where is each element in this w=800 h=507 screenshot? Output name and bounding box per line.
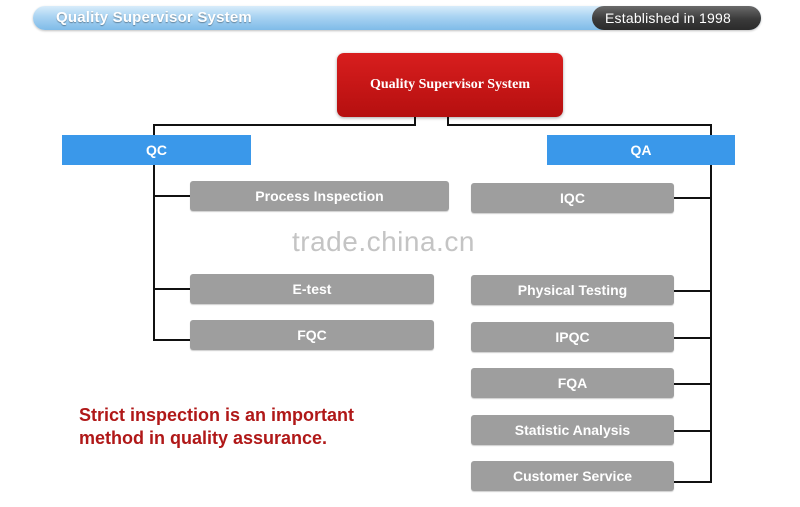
connector-qa-item-3 bbox=[673, 337, 712, 339]
connector-qc-item-3 bbox=[153, 339, 191, 341]
connector-qc-item-1 bbox=[153, 195, 191, 197]
qc-node: QC bbox=[62, 135, 251, 165]
watermark: trade.china.cn bbox=[292, 226, 475, 257]
connector-qa-item-1 bbox=[673, 197, 712, 199]
quality-note-line-1: Strict inspection is an important bbox=[79, 405, 355, 425]
connector-right-top bbox=[447, 124, 712, 126]
qa-item-statistic-analysis: Statistic Analysis bbox=[471, 415, 674, 445]
quality-note: Strict inspection is an important method… bbox=[79, 404, 354, 450]
established-badge bbox=[592, 6, 761, 30]
established-text: Established in 1998 bbox=[605, 10, 731, 26]
connector-qa-item-4 bbox=[673, 383, 712, 385]
qa-item-iqc: IQC bbox=[471, 183, 674, 213]
qa-item-physical-testing: Physical Testing bbox=[471, 275, 674, 305]
header-title: Quality Supervisor System bbox=[56, 9, 252, 26]
qc-item-e-test: E-test bbox=[190, 274, 434, 304]
qa-item-fqa: FQA bbox=[471, 368, 674, 398]
qc-item-fqc: FQC bbox=[190, 320, 434, 350]
qa-node: QA bbox=[547, 135, 735, 165]
qa-item-customer-service: Customer Service bbox=[471, 461, 674, 491]
connector-qc-item-2 bbox=[153, 288, 191, 290]
connector-qa-spine bbox=[710, 124, 712, 483]
qa-item-ipqc: IPQC bbox=[471, 322, 674, 352]
connector-qc-spine bbox=[153, 124, 155, 341]
connector-qa-item-5 bbox=[673, 430, 712, 432]
root-left-stem bbox=[414, 117, 416, 125]
connector-qa-item-6 bbox=[673, 481, 712, 483]
qc-item-process-inspection: Process Inspection bbox=[190, 181, 449, 211]
root-node-label: Quality Supervisor System bbox=[370, 77, 530, 92]
root-right-stem bbox=[447, 117, 449, 125]
connector-qa-item-2 bbox=[673, 290, 712, 292]
root-node: Quality Supervisor System bbox=[337, 53, 563, 117]
connector-left-top bbox=[155, 124, 416, 126]
quality-note-line-2: method in quality assurance. bbox=[79, 428, 328, 448]
